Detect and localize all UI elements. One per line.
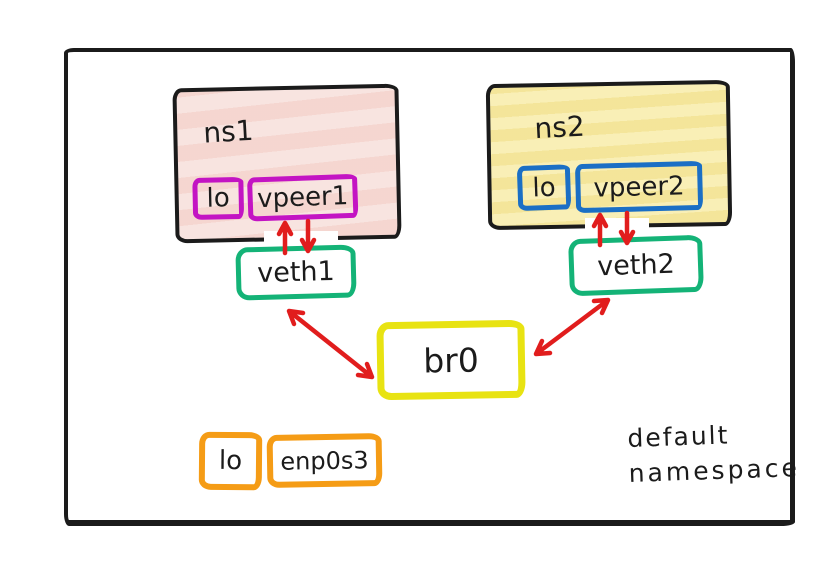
ns2-title: ns2 (533, 109, 586, 146)
ns1-lo-label: lo (206, 183, 231, 214)
ns1-lo-interface: lo (192, 176, 245, 220)
ns1-vpeer1-label: vpeer1 (256, 181, 349, 215)
default-namespace-boundary (64, 48, 795, 526)
default-namespace-caption: default namespace (627, 415, 801, 491)
ns2-lo-interface: lo (516, 164, 572, 212)
ns2-border-gap (585, 218, 649, 231)
ns1-box: ns1 lo vpeer1 (172, 83, 402, 244)
ns1-border-gap (264, 231, 338, 244)
br0-bridge-box: br0 (376, 319, 526, 401)
veth1-label: veth1 (256, 255, 336, 290)
caption-line-default: default (626, 420, 730, 453)
ns2-vpeer2-label: vpeer2 (593, 170, 686, 204)
host-enp0s3-label: enp0s3 (280, 445, 369, 476)
veth2-box: veth2 (568, 234, 704, 297)
ns1-vpeer1-interface: vpeer1 (246, 173, 359, 222)
host-enp0s3-interface: enp0s3 (266, 433, 383, 488)
veth2-label: veth2 (596, 248, 676, 283)
host-lo-interface: lo (198, 431, 263, 491)
host-lo-label: lo (218, 445, 243, 477)
veth1-box: veth1 (235, 244, 357, 301)
ns1-title: ns1 (202, 113, 255, 150)
br0-label: br0 (422, 340, 480, 380)
ns2-lo-label: lo (531, 172, 557, 204)
ns2-box: ns2 lo vpeer2 (485, 79, 733, 231)
ns2-vpeer2-interface: vpeer2 (574, 160, 704, 214)
caption-line-namespace: namespace (628, 453, 801, 488)
